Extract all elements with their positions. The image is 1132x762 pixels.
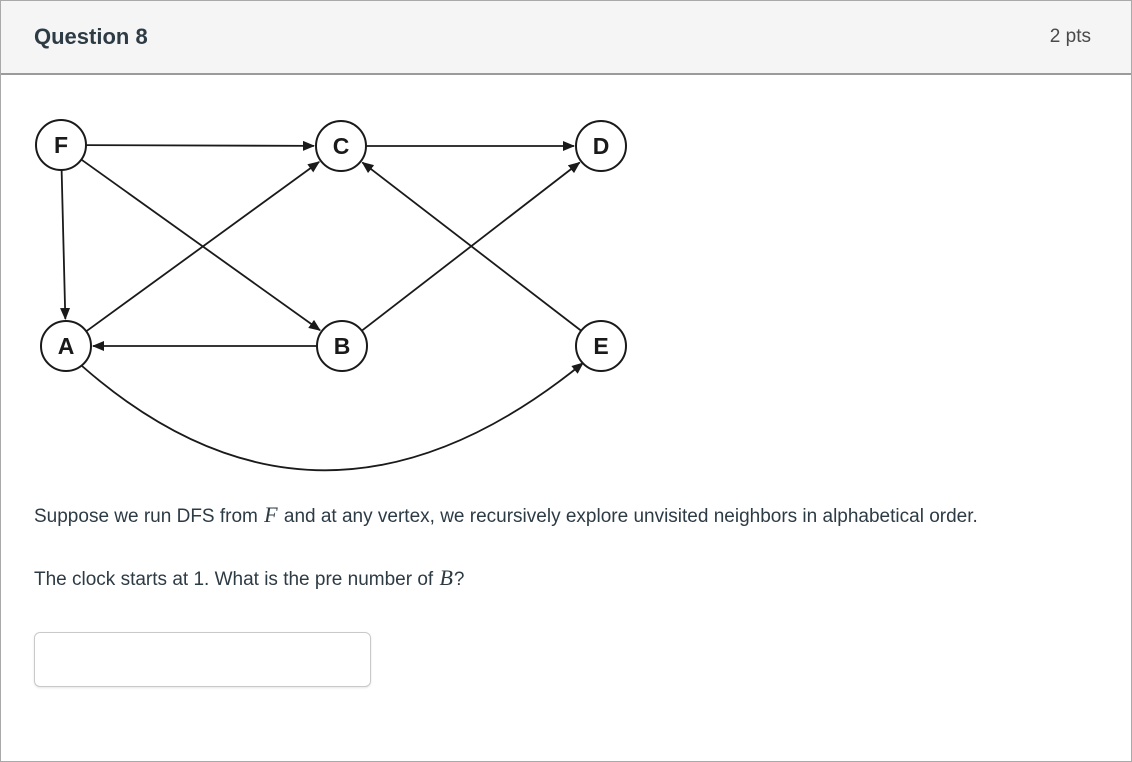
graph-node-D-label: D (593, 133, 610, 159)
graph-node-B-circle (316, 320, 368, 372)
dfs-graph-diagram: F C D A B E (35, 119, 627, 472)
graph-node-C-circle (315, 120, 367, 172)
graph-node-F: F (35, 119, 87, 171)
question-text-setup-after: and at any vertex, we recursively explor… (278, 506, 978, 527)
graph-node-C-label: C (333, 133, 350, 159)
graph-node-F-label: F (54, 132, 68, 158)
question-text-prompt-after: ? (453, 569, 465, 590)
question-header: Question 8 2 pts (1, 1, 1131, 75)
question-text-setup: Suppose we run DFS from F and at any ver… (34, 498, 1044, 533)
graph-node-B-label: B (334, 333, 351, 359)
graph-node-A-circle (40, 320, 92, 372)
graph-node-E-circle (575, 320, 627, 372)
graph-edge-F-A (60, 169, 71, 321)
question-title: Question 8 (34, 24, 148, 49)
graph-node-B: B (316, 320, 368, 372)
graph-node-F-circle (35, 119, 87, 171)
math-var-B: B (439, 565, 453, 590)
question-text-setup-before: Suppose we run DFS from (34, 506, 264, 527)
question-text-prompt: The clock starts at 1. What is the pre n… (34, 561, 1044, 596)
graph-node-D-circle (575, 120, 627, 172)
graph-edge-A-C (85, 161, 320, 333)
question-body: F C D A B E Suppose we run DFS from F and at … (1, 94, 1131, 687)
graph-edge-F-B (80, 158, 321, 332)
question-points: 2 pts (1049, 26, 1091, 47)
graph-node-E: E (575, 320, 627, 372)
question-text-prompt-before: The clock starts at 1. What is the pre n… (34, 569, 439, 590)
answer-input[interactable] (34, 632, 371, 687)
graph-node-A-label: A (58, 333, 75, 359)
graph-node-C: C (315, 120, 367, 172)
graph-node-D: D (575, 120, 627, 172)
math-var-F: F (264, 502, 278, 527)
graph-node-E-label: E (593, 333, 608, 359)
graph-node-A: A (40, 320, 92, 372)
graph-edge-F-C (85, 140, 315, 151)
graph-edge-A-E (81, 362, 584, 472)
graph-edge-E-C (361, 161, 582, 332)
